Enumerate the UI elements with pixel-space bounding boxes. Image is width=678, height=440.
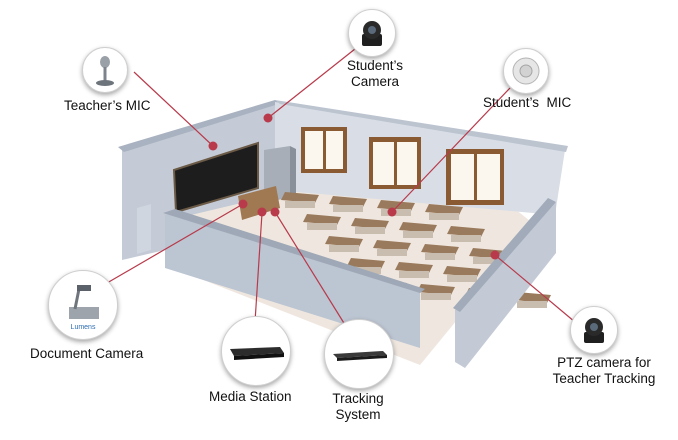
student-camera-label-line1: Student’s — [346, 58, 404, 73]
desk-base — [447, 275, 477, 282]
desk — [417, 284, 455, 295]
ceiling-mic-icon — [512, 57, 540, 85]
desk — [329, 196, 367, 207]
desk — [447, 226, 485, 237]
doc-cam-brand: Lumens — [71, 324, 96, 331]
student-camera-label-line2: Camera — [350, 74, 399, 89]
hotspots — [208, 113, 500, 260]
desk — [303, 214, 341, 225]
microphone-icon — [96, 56, 114, 86]
desk-base — [473, 257, 503, 264]
dome-camera-icon — [362, 21, 382, 46]
document-camera-bubble: Lumens — [48, 270, 118, 340]
student-camera-bubble — [348, 9, 396, 57]
desk — [347, 258, 385, 269]
desk — [425, 204, 463, 215]
ptz-camera-icon — [584, 318, 604, 343]
desk-base — [517, 301, 547, 308]
desk — [399, 222, 437, 233]
desk-base — [399, 271, 429, 278]
desk-base — [377, 249, 407, 256]
tracking-system-bubble — [324, 319, 394, 389]
ptz-camera-label-line2: Teacher Tracking — [552, 371, 656, 386]
front-left-wall — [165, 212, 420, 348]
front-left-wall-top — [163, 209, 425, 293]
teacher-mic-label: Teacher’s MIC — [64, 98, 151, 113]
teacher-mic-bubble — [82, 47, 128, 93]
desk-base — [307, 223, 337, 230]
desk — [373, 240, 411, 251]
desk — [443, 266, 481, 277]
right-side-wall — [455, 200, 556, 368]
desk-base — [329, 245, 359, 252]
desk — [395, 262, 433, 273]
windows — [301, 127, 504, 205]
desk-base — [333, 205, 363, 212]
media-station-icon — [230, 347, 284, 360]
tracking-system-icon — [333, 351, 387, 361]
desk-base — [355, 227, 385, 234]
podium — [238, 186, 280, 220]
ptz-camera-bubble — [570, 306, 618, 354]
desk-base — [421, 293, 451, 300]
desk-base — [451, 235, 481, 242]
left-pillar — [137, 204, 151, 254]
left-back-wall-top — [118, 100, 282, 152]
document-camera-label: Document Camera — [30, 346, 144, 361]
ptz-camera-label-line1: PTZ camera for — [557, 355, 651, 370]
desk-base — [285, 201, 315, 208]
desk — [281, 192, 319, 203]
desk — [421, 244, 459, 255]
student-mic-bubble — [503, 48, 549, 94]
tracking-system-label-line2: System — [335, 407, 381, 422]
desk — [377, 200, 415, 211]
desk — [325, 236, 363, 247]
connector-lines — [94, 44, 576, 329]
blackboard — [172, 141, 259, 214]
right-back-wall-top — [275, 100, 568, 152]
desk — [351, 218, 389, 229]
document-camera-icon: Lumens — [69, 285, 99, 331]
media-station-label: Media Station — [209, 389, 292, 404]
media-station-bubble — [221, 316, 291, 386]
desk-base — [429, 213, 459, 220]
student-mic-label: Student’s MIC — [483, 95, 572, 110]
desk-base — [425, 253, 455, 260]
desk-base — [403, 231, 433, 238]
tracking-system-label-line1: Tracking — [332, 391, 384, 406]
